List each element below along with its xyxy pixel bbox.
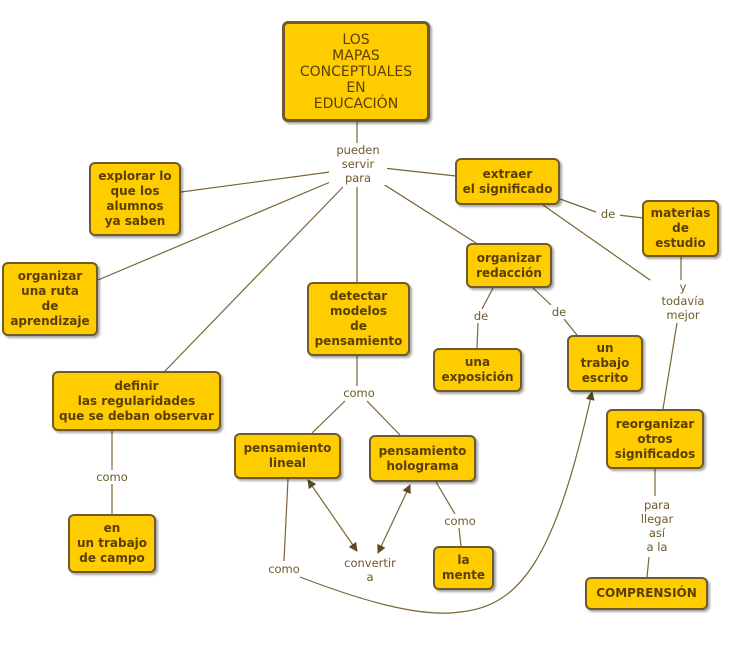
link-para-llegar-asi: para llegar así a la [625,498,689,554]
node-lineal[interactable]: pensamiento lineal [234,433,341,479]
edge-pueden-ruta [97,179,336,281]
node-redaccion[interactable]: organizar redacción [466,243,552,288]
node-extraer[interactable]: extraer el significado [455,158,560,205]
edge-extraer-de [559,198,597,213]
edge-pueden-extraer [382,167,457,177]
link-convertir-a: convertir a [337,556,403,584]
edge-pueden-redaccion [379,181,477,244]
node-explorar[interactable]: explorar lo que los alumnos ya saben [89,162,181,236]
edge-pueden-definir [164,186,344,372]
edge-de-materias [617,214,644,219]
node-reorganizar[interactable]: reorganizar otros significados [606,409,704,469]
edge-como-holograma [366,400,401,436]
arrow-holograma-convertir [377,484,411,554]
edge-de2-escrito [563,318,578,336]
link-como-campo: como [91,470,133,484]
link-de-materias: de [596,207,620,221]
node-mente[interactable]: la mente [433,546,494,590]
edge-redaccion-de2 [532,287,552,306]
node-detectar[interactable]: detectar modelos de pensamiento [307,282,410,356]
edge-lineal-como [283,478,289,562]
link-como-pensamiento: como [338,386,380,400]
node-escrito[interactable]: un trabajo escrito [567,335,643,392]
node-comprension[interactable]: COMPRENSIÓN [585,577,708,610]
edge-extraer-y [542,204,661,288]
edge-para-comprension [646,556,650,578]
node-holograma[interactable]: pensamiento holograma [369,435,476,482]
curve-como-escrito [299,391,595,614]
edge-de1-exposicion [476,322,479,349]
node-campo[interactable]: en un trabajo de campo [68,514,156,573]
edge-como-mente [458,527,462,547]
node-root[interactable]: LOS MAPAS CONCEPTUALES EN EDUCACIÓN [282,21,430,122]
edge-y-reorganizar [662,322,678,410]
arrow-lineal-convertir [307,479,358,552]
edge-redaccion-de1 [481,287,494,310]
node-exposicion[interactable]: una exposición [433,348,522,392]
link-como-mente: como [439,514,481,528]
node-definir[interactable]: definir las regularidades que se deban o… [52,371,221,431]
edge-holograma-como [435,481,456,515]
link-como-escrito: como [263,562,305,576]
edge-como-lineal [311,400,346,434]
link-y-todavia-mejor: y todavía mejor [650,280,716,322]
node-ruta[interactable]: organizar una ruta de aprendizaje [2,262,98,336]
node-materias[interactable]: materias de estudio [642,200,719,257]
link-de-exposicion: de [469,309,493,323]
edge-pueden-explorar [180,171,331,193]
link-de-escrito: de [547,305,571,319]
link-pueden-servir-para: pueden servir para [329,143,387,185]
